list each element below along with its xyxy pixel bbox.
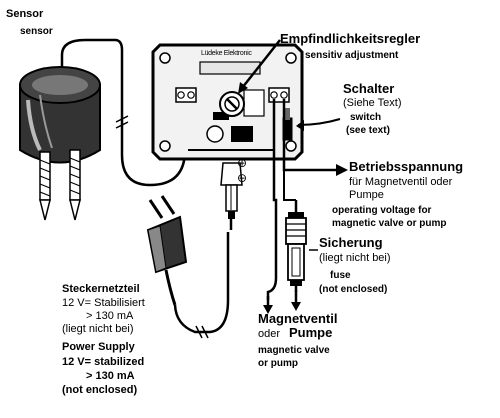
switch-note-en: (see text) — [346, 125, 390, 136]
switch-label-de: Schalter — [343, 81, 395, 96]
plus-sign-icon: ⊕ — [237, 156, 248, 170]
sensitivity-label-de: Empfindlichkeitsregler — [280, 31, 421, 46]
pump-label-en: or pump — [258, 358, 298, 369]
sensitivity-callout-arrow — [238, 39, 281, 94]
power-cable-break — [195, 325, 209, 339]
output-wire-right — [282, 99, 336, 201]
operating-voltage-text-en-1: operating voltage for — [332, 205, 432, 216]
operating-voltage-label-de: Betriebsspannung — [349, 159, 464, 174]
sensitivity-potentiometer — [219, 91, 245, 117]
switch-label-en: switch — [350, 112, 382, 123]
fuse-note-de: (liegt nicht bei) — [319, 252, 391, 264]
sensor-label-en: sensor — [20, 26, 53, 37]
power-supply-plug — [146, 195, 188, 306]
valve-label-de: Magnetventil — [258, 311, 338, 326]
pump-label-de: Pumpe — [289, 325, 333, 340]
power-cable — [173, 232, 230, 334]
operating-voltage-text-de-1: für Magnetventil oder — [349, 176, 453, 188]
switch-note-de: (Siehe Text) — [343, 97, 402, 109]
sensor-label-de: Sensor — [6, 8, 44, 20]
psu-current-de: > 130 mA — [86, 310, 134, 322]
minus-sign-icon: ⊖ — [237, 171, 248, 185]
sensor-prong-left — [39, 151, 51, 221]
sensitivity-label-en: sensitiv adjustment — [305, 50, 399, 61]
fuse-note-en: (not enclosed) — [319, 284, 388, 295]
board-manufacturer-text: Lüdeke Elektronic — [201, 50, 252, 57]
dc-jack-plug — [220, 162, 243, 230]
psu-current-en: > 130 mA — [86, 370, 135, 382]
psu-note-de: (liegt nicht bei) — [62, 323, 134, 335]
operating-voltage-arrow — [336, 164, 348, 176]
psu-voltage-de: 12 V= Stabilisiert — [62, 297, 145, 309]
psu-label-en: Power Supply — [62, 341, 135, 353]
operating-voltage-text-en-2: magnetic valve or pump — [332, 218, 447, 229]
valve-label-en: magnetic valve — [258, 345, 330, 356]
fuse-holder — [285, 200, 307, 292]
switch-callout-arrow — [296, 120, 304, 131]
moisture-sensor — [19, 38, 115, 164]
sensor-prong-right — [69, 149, 81, 221]
psu-note-en: (not enclosed) — [62, 384, 138, 396]
valve-or-text-de: oder — [258, 328, 281, 340]
sensor-cable — [114, 38, 187, 187]
cable-break-mark — [115, 115, 129, 129]
fuse-label-en: fuse — [330, 270, 351, 281]
psu-label-de: Steckernetzteil — [62, 283, 140, 295]
fuse-label-de: Sicherung — [319, 235, 383, 250]
operating-voltage-text-de-2: Pumpe — [349, 189, 384, 201]
psu-voltage-en: 12 V= stabilized — [62, 356, 145, 368]
